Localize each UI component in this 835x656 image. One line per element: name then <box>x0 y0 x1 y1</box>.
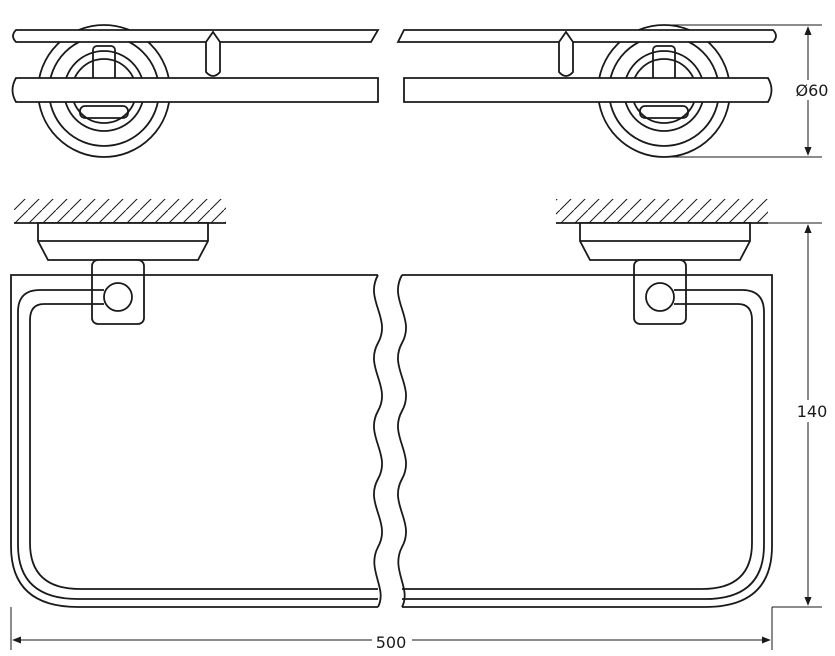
left-bracket <box>37 222 209 325</box>
glass-clip-right <box>558 30 574 77</box>
rail-frame-left-inner <box>29 303 378 590</box>
wall-hatch-right <box>556 199 768 223</box>
glass-shelf-left <box>10 274 378 608</box>
left-bracket-pin <box>103 282 133 312</box>
glass-clip-left <box>205 30 221 77</box>
right-bracket <box>579 222 751 325</box>
diameter-label: Ø60 <box>796 81 829 100</box>
front-view <box>10 199 773 608</box>
depth-label: 140 <box>797 402 828 421</box>
right-bracket-pin <box>645 282 675 312</box>
glass-edge-left <box>11 77 379 103</box>
top-view <box>11 24 777 158</box>
top-rail-left <box>12 29 380 43</box>
break-line-right <box>397 274 407 608</box>
rail-frame-left <box>17 289 378 600</box>
wall-hatch-left <box>14 199 226 223</box>
glass-edge-right <box>403 77 773 103</box>
width-label: 500 <box>376 633 407 652</box>
glass-shelf-right <box>402 274 773 608</box>
top-rail-right <box>396 29 777 43</box>
break-line-left <box>373 274 383 608</box>
rail-frame-right <box>402 289 765 600</box>
rail-frame-right-inner <box>402 303 753 590</box>
